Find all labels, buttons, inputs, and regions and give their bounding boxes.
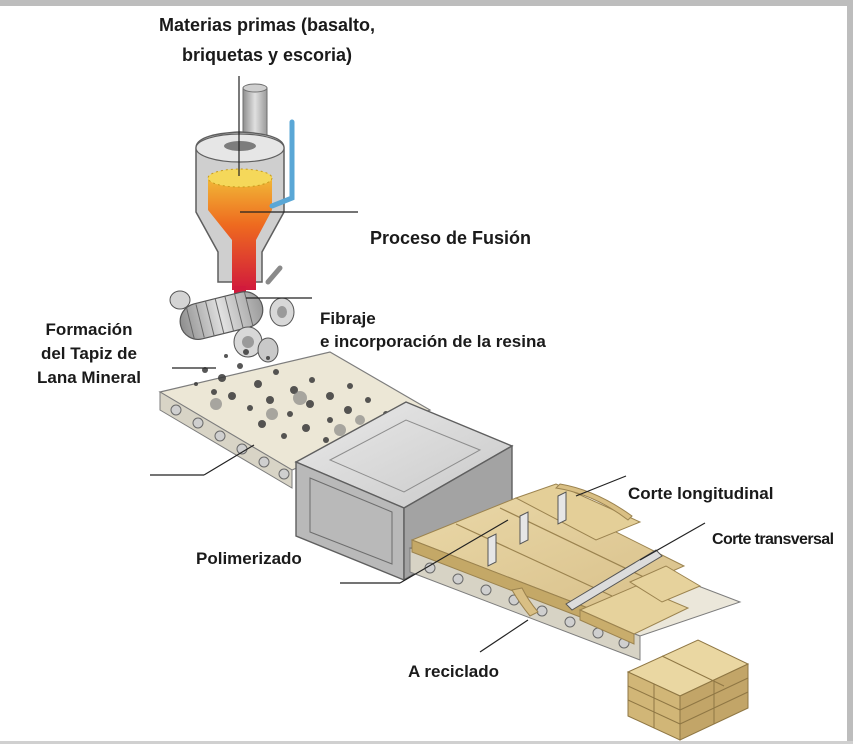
label-fibre-line2: e incorporación de la resina <box>320 332 546 351</box>
label-mat-line3: Lana Mineral <box>37 368 141 387</box>
label-fusion: Proceso de Fusión <box>370 228 532 248</box>
recycle-strip <box>511 587 539 617</box>
transverse-blade <box>565 549 663 611</box>
leader-polymerized-2 <box>399 519 509 584</box>
label-mat-line1: Formación <box>45 320 133 339</box>
molten-charge <box>208 172 272 290</box>
leader-lines <box>150 76 706 653</box>
leader-belt-2 <box>203 444 255 476</box>
label-mat-line2: del Tapiz de <box>40 344 138 363</box>
leader-longitudinal <box>575 475 627 497</box>
cutting-conveyor <box>408 483 742 661</box>
label-fibre-line1: Fibraje <box>320 309 376 328</box>
label-recycling: A reciclado <box>408 662 500 681</box>
frame-border-top <box>0 0 853 6</box>
frame-border-right <box>847 0 853 744</box>
label-raw-materials-line1: Materias primas (basalto, <box>158 15 376 35</box>
cooling-water-pipe <box>269 119 295 209</box>
label-raw-materials: Materias primas (basalto, briquetas y es… <box>122 10 412 70</box>
label-longitudinal-cut: Corte longitudinal <box>628 484 774 503</box>
leader-recycling <box>479 619 529 653</box>
stacked-boards <box>626 639 750 741</box>
forming-conveyor <box>158 349 432 489</box>
frame-border-bottom <box>0 741 853 744</box>
label-transverse-cut: Corte transversal <box>712 531 834 548</box>
spinner-rolls <box>169 290 295 363</box>
label-polymerized: Polimerizado <box>196 549 302 568</box>
furnace <box>195 83 295 316</box>
label-fibre: Fibraje e incorporación de la resina <box>320 307 546 353</box>
label-raw-materials-line2: briquetas y escoria) <box>181 45 353 65</box>
leader-transverse <box>639 522 706 561</box>
label-mat-formation: Formación del Tapiz de Lana Mineral <box>14 318 164 390</box>
